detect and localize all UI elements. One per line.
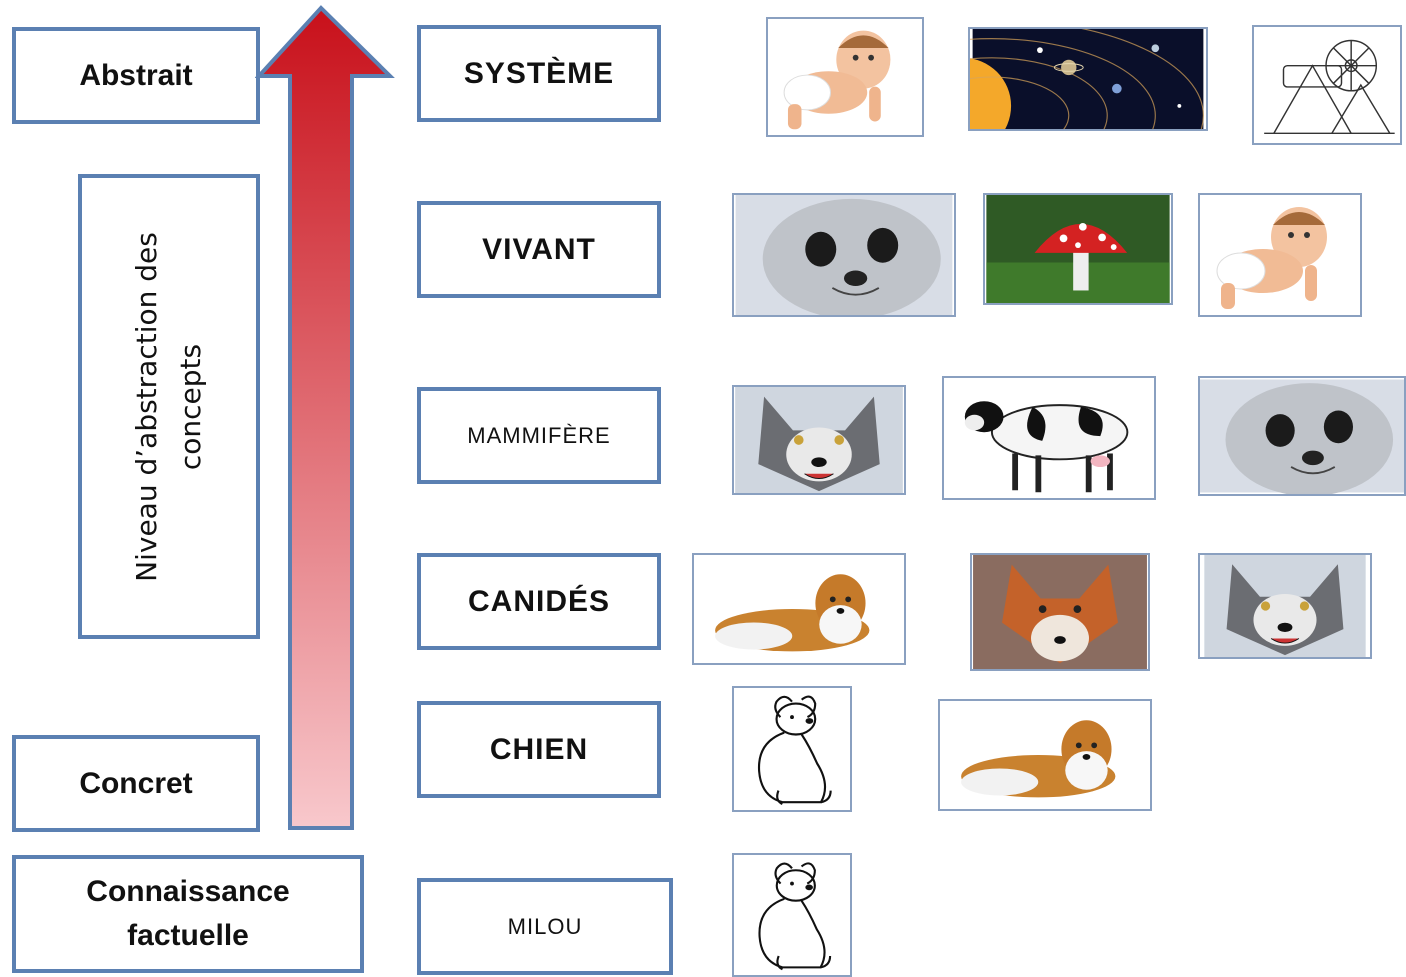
- wolf-image: [732, 385, 906, 495]
- level-chien: CHIEN: [417, 701, 661, 798]
- fox-image: [970, 553, 1150, 671]
- solar-system-image: [968, 27, 1208, 131]
- mushroom-image: [983, 193, 1173, 305]
- abstraction-axis-label: Niveau d’abstraction des concepts: [130, 231, 207, 582]
- level-systeme: SYSTÈME: [417, 25, 661, 122]
- concrete-label-box: Concret: [12, 735, 260, 832]
- collie-image: [692, 553, 906, 665]
- abstract-label-box: Abstrait: [12, 27, 260, 124]
- seal-image: [732, 193, 956, 317]
- level-mammifere: MAMMIFÈRE: [417, 387, 661, 484]
- factual-knowledge-line1: Connaissance: [86, 875, 290, 908]
- cow-image: [942, 376, 1156, 500]
- abstraction-axis-box: Niveau d’abstraction des concepts: [78, 174, 260, 639]
- seal-image: [1198, 376, 1406, 496]
- collie-image: [938, 699, 1152, 811]
- baby-image: [766, 17, 924, 137]
- milou-drawing-image: [732, 853, 852, 977]
- wolf-image: [1198, 553, 1372, 659]
- factual-knowledge-box: Connaissance factuelle: [12, 855, 364, 973]
- abstraction-arrow: [255, 5, 395, 830]
- abstract-label: Abstrait: [79, 58, 193, 92]
- factual-knowledge-line2: factuelle: [127, 919, 249, 952]
- level-vivant: VIVANT: [417, 201, 661, 298]
- milou-drawing-image: [732, 686, 852, 812]
- level-milou: MILOU: [417, 878, 673, 975]
- level-canides: CANIDÉS: [417, 553, 661, 650]
- concrete-label: Concret: [79, 766, 193, 800]
- baby-image: [1198, 193, 1362, 317]
- machine-drawing-image: [1252, 25, 1402, 145]
